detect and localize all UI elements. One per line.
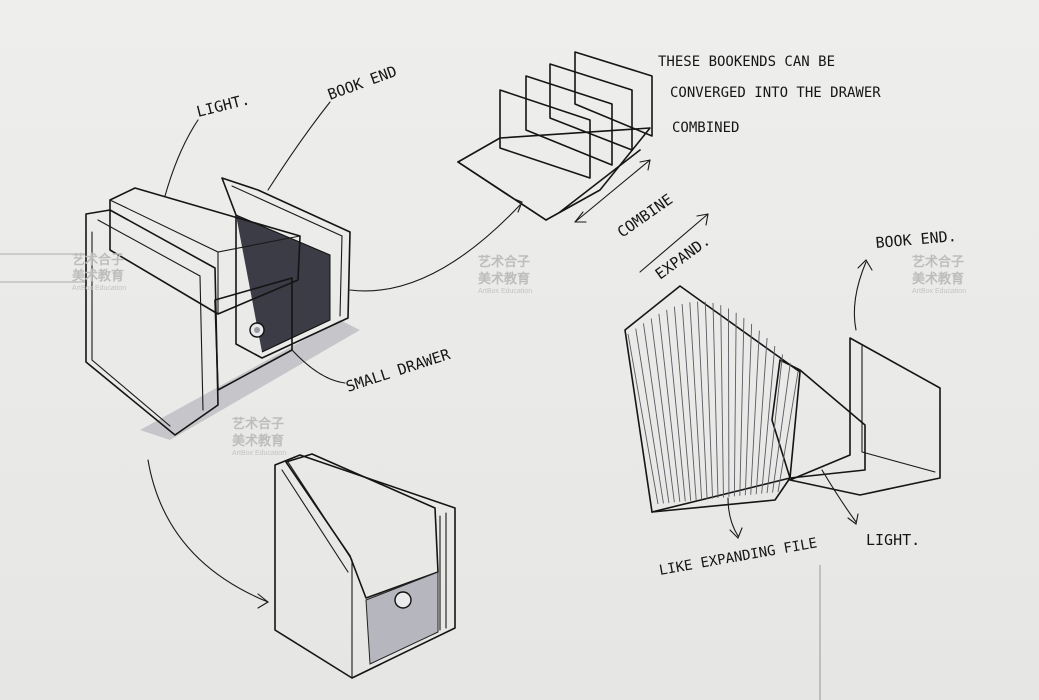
arrow-bookend-right: [853, 261, 867, 331]
expanded-file-bookend: [624, 285, 941, 513]
fan-pleat-line: [704, 301, 713, 499]
fan-pleat-line: [627, 333, 659, 505]
label-expand: EXPAND.: [652, 232, 714, 284]
label-like-expanding-file: LIKE EXPANDING FILE: [658, 535, 819, 579]
svg-text:艺术合子: 艺术合子: [72, 252, 124, 268]
arrow-to-fins: [349, 204, 521, 292]
watermark: 艺术合子 美术教育 ArtBox Education: [478, 254, 532, 295]
fan-pleat-line: [635, 328, 664, 504]
watermark: 艺术合子 美术教育 ArtBox Education: [912, 254, 966, 295]
fan-pleat-line: [750, 330, 760, 495]
fan-pleat-line: [777, 371, 799, 493]
fan-pleat-line: [650, 318, 675, 503]
watermark: 艺术合子 美术教育 ArtBox Education: [232, 416, 286, 457]
fan-pleat-line: [744, 323, 753, 496]
fan-pleat-line: [666, 309, 686, 502]
label-bookends-note-1: THESE BOOKENDS CAN BE: [658, 54, 835, 70]
label-bookends-note-3: COMBINED: [672, 120, 739, 136]
bookend-drawer-unit: [85, 177, 360, 440]
label-book-end-top: BOOK END: [325, 62, 399, 104]
folded-bookends-sketch: [457, 51, 653, 221]
svg-text:美术教育: 美术教育: [912, 271, 964, 287]
leader-bookend: [267, 101, 331, 191]
fan-pleat-line: [720, 305, 724, 498]
svg-text:美术教育: 美术教育: [72, 268, 124, 284]
collapsed-bookend-block: [274, 453, 456, 679]
fan-pleat-line: [697, 301, 708, 500]
fan-pleat-line: [658, 313, 681, 502]
fan-pleat-line: [689, 302, 703, 500]
label-small-drawer: SMALL DRAWER: [344, 345, 454, 396]
drawer-knob: [394, 591, 412, 609]
svg-text:艺术合子: 艺术合子: [232, 416, 284, 432]
svg-text:美术教育: 美术教育: [232, 433, 284, 449]
arrow-light-bottom: [821, 469, 857, 523]
fan-pleat-line: [643, 323, 670, 503]
fan-pleat-line: [755, 338, 768, 495]
svg-text:ArtBox Education: ArtBox Education: [232, 450, 286, 457]
label-light-bottom: LIGHT.: [866, 531, 920, 549]
arrow-expanding-file: [727, 497, 739, 537]
fan-pleat-line: [761, 346, 776, 494]
fan-pleat-line: [673, 306, 692, 501]
arrow-combine: [574, 159, 651, 223]
annotation-leaders: [147, 101, 873, 609]
svg-text:美术教育: 美术教育: [478, 271, 530, 287]
svg-text:ArtBox Education: ArtBox Education: [478, 288, 532, 295]
fan-pleat-line: [739, 317, 745, 496]
fan-pleat-line: [681, 303, 697, 501]
leader-small-drawer: [291, 349, 346, 384]
svg-text:ArtBox Education: ArtBox Education: [72, 285, 126, 292]
label-light-top: LIGHT.: [195, 90, 252, 121]
label-bookends-note-2: CONVERGED INTO THE DRAWER: [670, 85, 881, 101]
svg-text:ArtBox Education: ArtBox Education: [912, 288, 966, 295]
svg-text:艺术合子: 艺术合子: [912, 254, 964, 270]
fan-pleat-line: [766, 354, 783, 494]
arrow-to-collapsed: [147, 459, 269, 603]
label-combine: COMBINE: [614, 190, 676, 241]
fan-pleat-line: [772, 363, 791, 493]
fan-pleat-line: [733, 312, 737, 497]
svg-text:艺术合子: 艺术合子: [478, 254, 530, 270]
label-book-end-right: BOOK END.: [875, 227, 958, 252]
watermark: 艺术合子 美术教育 ArtBox Education: [72, 252, 126, 292]
fan-pleat-line: [712, 302, 719, 499]
leader-light: [164, 119, 199, 197]
arrow-expand: [639, 213, 709, 273]
